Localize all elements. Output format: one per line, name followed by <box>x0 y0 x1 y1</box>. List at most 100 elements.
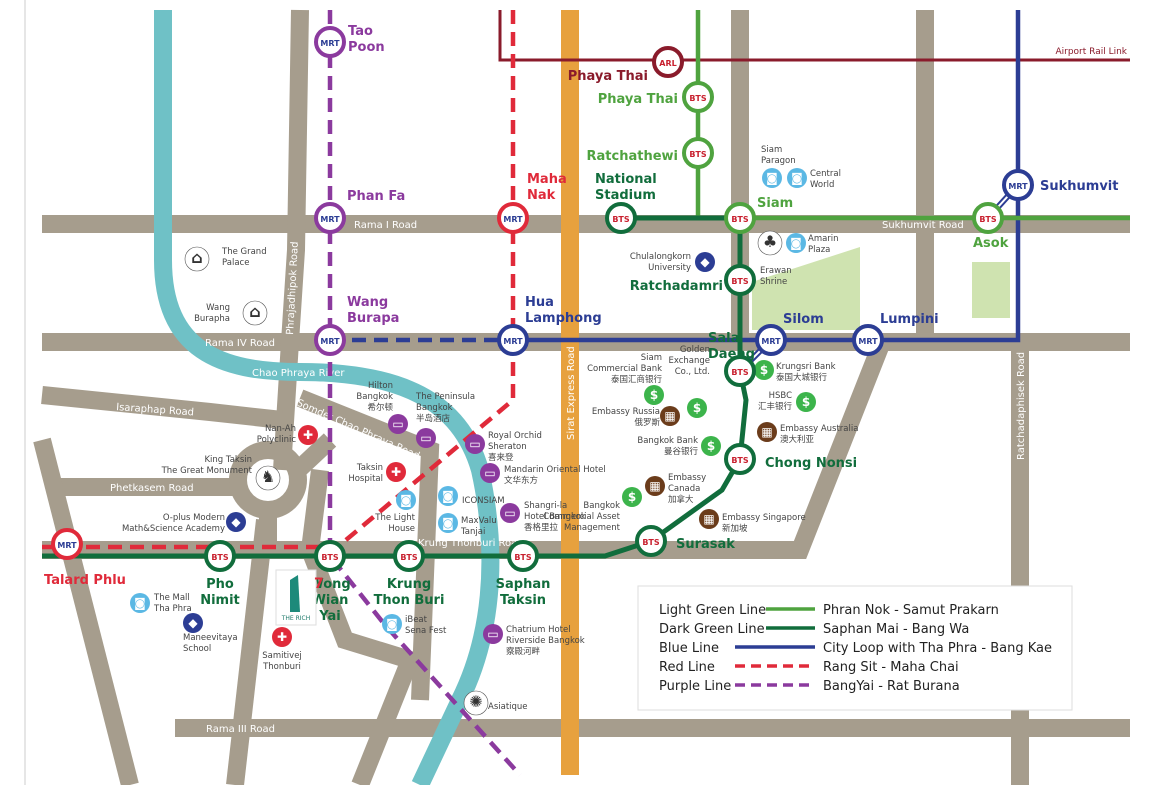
poi-label: Hospital <box>348 474 383 484</box>
station-marker[interactable] <box>652 46 684 78</box>
poi-asiatique[interactable]: ✺Asiatique <box>463 690 528 716</box>
mrt-logo-icon: MRT <box>57 541 77 550</box>
station-marker[interactable] <box>852 324 884 356</box>
station-marker[interactable] <box>605 202 637 234</box>
station-marker[interactable] <box>497 324 529 356</box>
station-marker[interactable] <box>204 540 236 572</box>
station-marker[interactable] <box>497 202 529 234</box>
bts-logo-icon: BTS <box>979 215 997 224</box>
station-marker[interactable] <box>724 443 756 475</box>
station-marker[interactable] <box>635 525 667 557</box>
station-marker[interactable] <box>1002 169 1034 201</box>
station-marker[interactable] <box>314 324 346 356</box>
station-marker[interactable] <box>682 81 714 113</box>
station-marker[interactable] <box>393 540 425 572</box>
station-marker[interactable] <box>507 540 539 572</box>
poi-iconsiam[interactable]: ◙ICONSIAM <box>438 486 505 506</box>
poi-label: School <box>183 644 211 654</box>
station-marker[interactable] <box>755 324 787 356</box>
svg-text:▭: ▭ <box>487 627 498 641</box>
station-marker[interactable] <box>314 26 346 58</box>
legend-route: City Loop with Tha Phra - Bang Kae <box>823 641 1052 656</box>
bts-logo-icon: BTS <box>400 553 418 562</box>
hotel-icon: ▭ <box>480 463 500 483</box>
shopping-icon: ◙ <box>438 513 458 533</box>
road-label: Rama III Road <box>206 724 275 735</box>
poi-label: Nan-Ah <box>265 424 296 434</box>
station-marker[interactable] <box>724 264 756 296</box>
bts-logo-icon: BTS <box>689 94 707 103</box>
station-marker[interactable] <box>972 202 1004 234</box>
embassy-icon: ▦ <box>660 406 680 426</box>
poi-label: Riverside Bangkok <box>506 636 585 646</box>
station-marker[interactable] <box>724 355 756 387</box>
poi-label: The Great Monument <box>161 466 253 476</box>
poi-label: Erawan <box>760 266 792 276</box>
station-marker[interactable] <box>724 202 756 234</box>
station-marker[interactable] <box>682 137 714 169</box>
poi-label: Hotel Bangkok <box>524 512 586 522</box>
station-marker[interactable] <box>314 540 346 572</box>
station-marker[interactable] <box>51 528 83 560</box>
station-marker[interactable] <box>314 202 346 234</box>
